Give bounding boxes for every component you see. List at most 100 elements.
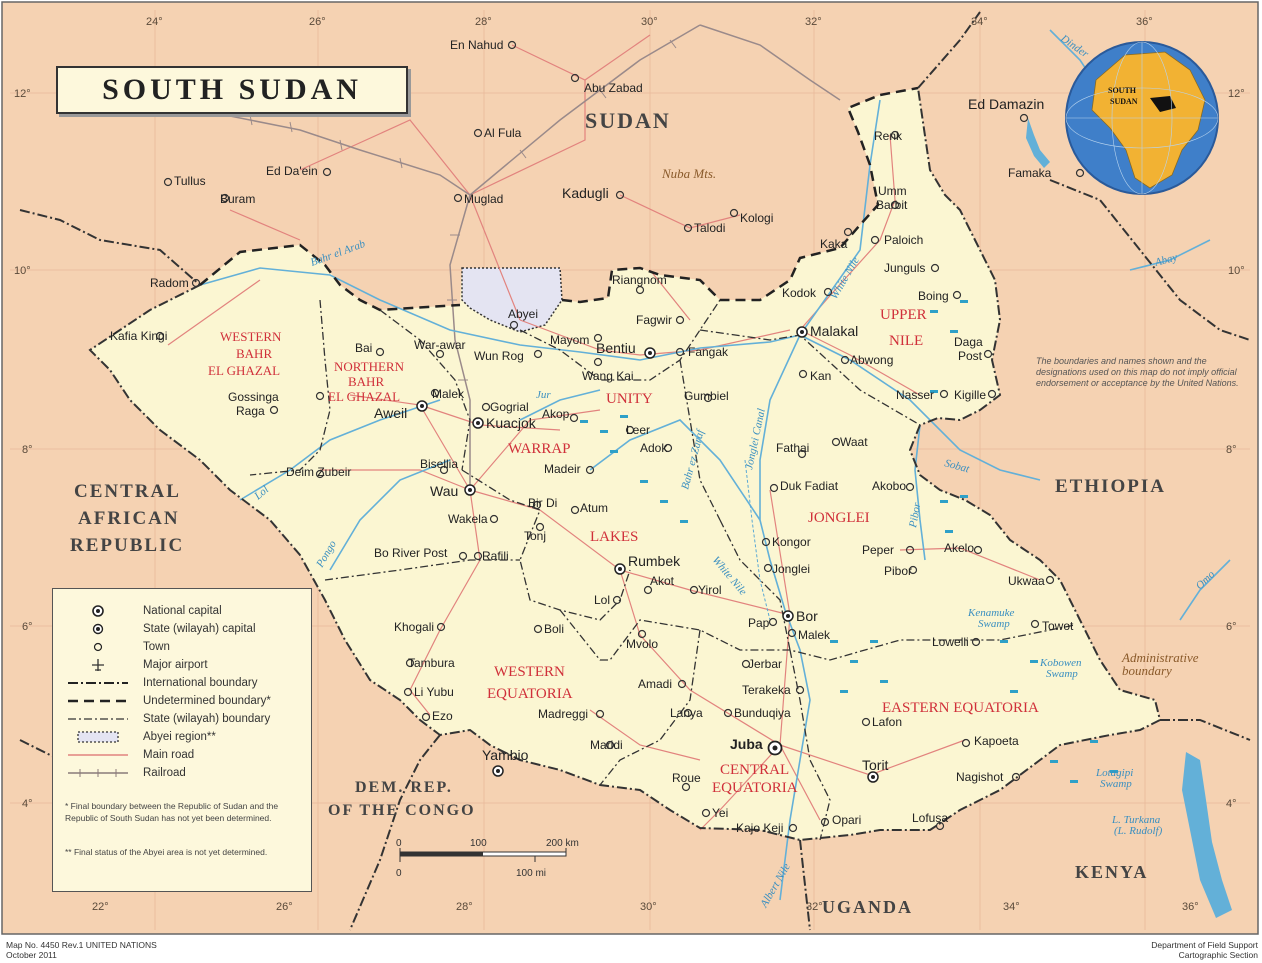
label-kenamuke-2: Swamp xyxy=(978,618,1010,630)
footer-left: Map No. 4450 Rev.1 UNITED NATIONS Octobe… xyxy=(6,940,157,960)
grat-bottom-26: 26° xyxy=(276,901,293,913)
state-label-nbg-1: NORTHERN xyxy=(334,359,405,374)
label-abay: Abay xyxy=(1153,251,1179,269)
city-malek-north: Malek xyxy=(432,387,465,401)
state-label-nbg-3: EL GHAZAL xyxy=(328,389,400,404)
city-gossinga: Gossinga xyxy=(228,390,279,404)
scale-mi-100: 100 mi xyxy=(516,868,546,879)
city-duk-fadiat: Duk Fadiat xyxy=(780,479,839,493)
city-wun-rog: Wun Rog xyxy=(474,349,524,363)
grat-right-4: 4° xyxy=(1226,798,1237,810)
grat-bottom-22: 22° xyxy=(92,901,109,913)
label-kobowen-1: Kobowen xyxy=(1039,657,1082,669)
undetermined-boundary xyxy=(199,86,919,312)
city-abu-zabad: Abu Zabad xyxy=(584,81,643,95)
map-date: October 2011 xyxy=(6,950,57,960)
city-lofusa: Lofusa xyxy=(912,811,948,825)
city-terakeka: Terakeka xyxy=(742,683,791,697)
city-ezo: Ezo xyxy=(432,709,453,723)
legend-item-state-capital: State (wilayah) capital xyxy=(53,621,311,637)
city-malek-south: Malek xyxy=(798,628,831,642)
country-label-drc-1: DEM. REP. xyxy=(355,779,453,796)
city-kuacjok: Kuacjok xyxy=(486,415,537,431)
city-madreggi: Madreggi xyxy=(538,707,588,721)
grat-top-32: 32° xyxy=(805,16,822,28)
city-nagishot: Nagishot xyxy=(956,770,1004,784)
scale-bar: 0 100 200 km 0 100 mi xyxy=(396,838,579,879)
city-fangak: Fangak xyxy=(688,345,729,359)
international-boundary xyxy=(88,87,1162,842)
city-waat: Waat xyxy=(840,435,868,449)
city-buram: Buram xyxy=(220,192,255,206)
city-tambura: Tambura xyxy=(408,656,455,670)
railroad-icon xyxy=(53,768,143,778)
label-jur: Jur xyxy=(536,389,551,401)
city-kadugli: Kadugli xyxy=(562,185,609,201)
city-kan: Kan xyxy=(810,369,831,383)
state-boundary-icon xyxy=(53,715,143,723)
city-kongor: Kongor xyxy=(772,535,811,549)
city-kigille: Kigille xyxy=(954,388,986,402)
state-label-jonglei: JONGLEI xyxy=(808,510,870,526)
city-aweil: Aweil xyxy=(374,405,407,421)
city-juba: Juba xyxy=(730,736,763,752)
grat-bottom-32: 32° xyxy=(806,901,823,913)
city-adok: Adok xyxy=(640,441,668,455)
city-kafia-kingi: Kafia Kingi xyxy=(110,329,167,343)
city-mvolo: Mvolo xyxy=(626,637,658,651)
un-disclaimer: The boundaries and names shown and the d… xyxy=(1036,356,1239,388)
legend-label: Town xyxy=(143,641,170,653)
jonglei-canal xyxy=(744,459,771,621)
city-talodi: Talodi xyxy=(694,221,725,235)
state-label-we-2: EQUATORIA xyxy=(487,686,573,702)
city-ukwaa: Ukwaa xyxy=(1008,574,1045,588)
city-kajo-keji: Kajo Keji xyxy=(736,821,783,835)
legend-label: Main road xyxy=(143,749,195,761)
country-label-uganda: UGANDA xyxy=(822,897,913,917)
city-wang-kai: Wang Kai xyxy=(582,369,634,383)
country-label-ethiopia: ETHIOPIA xyxy=(1055,476,1166,497)
city-peper: Peper xyxy=(862,543,894,557)
legend-item-railroad: Railroad xyxy=(53,765,311,781)
grat-left-10: 10° xyxy=(14,265,31,277)
city-leer: Leer xyxy=(626,423,650,437)
legend-note-abyei: ** Final status of the Abyei area is not… xyxy=(65,847,268,857)
state-label-unity: UNITY xyxy=(606,391,653,407)
city-tonj: Tonj xyxy=(524,529,546,543)
grat-bottom-36: 36° xyxy=(1182,901,1199,913)
city-pibor: Pibor xyxy=(884,564,912,578)
city-lol: Lol xyxy=(594,593,610,607)
city-lafon: Lafon xyxy=(872,715,902,729)
railroad-ticks xyxy=(249,39,677,381)
label-lotagipi-2: Swamp xyxy=(1100,778,1132,790)
city-barbit: Barbit xyxy=(876,198,908,212)
city-kodok: Kodok xyxy=(782,286,817,300)
city-bor: Bor xyxy=(796,608,818,624)
city-bir-di: Bir Di xyxy=(528,496,557,510)
city-wau: Wau xyxy=(430,483,458,499)
department-name: Department of Field Support xyxy=(1151,940,1258,950)
city-famaka: Famaka xyxy=(1008,166,1052,180)
grat-left-4: 4° xyxy=(22,798,33,810)
legend-item-airport: Major airport xyxy=(53,657,311,673)
label-admin-2: boundary xyxy=(1122,663,1172,678)
city-kapoeta: Kapoeta xyxy=(974,734,1019,748)
city-jonglei: Jonglei xyxy=(772,562,810,576)
city-amadi: Amadi xyxy=(638,677,672,691)
country-label-drc-2: OF THE CONGO xyxy=(328,802,476,819)
state-label-wbg-3: EL GHAZAL xyxy=(208,363,280,378)
country-labels: SUDAN ETHIOPIA CENTRAL AFRICAN REPUBLIC … xyxy=(70,108,1166,917)
south-sudan-territory xyxy=(90,88,1160,840)
city-bo-river-post: Bo River Post xyxy=(374,546,448,560)
label-admin-1: Administrative xyxy=(1121,650,1199,665)
roseires-reservoir xyxy=(1026,118,1050,168)
state-label-warrap: WARRAP xyxy=(508,441,571,457)
scale-km-200: 200 km xyxy=(546,838,579,849)
legend-label: Railroad xyxy=(143,767,186,779)
city-renk: Renk xyxy=(874,129,903,143)
city-li-yubu: Li Yubu xyxy=(414,685,454,699)
grat-left-6: 6° xyxy=(22,621,33,633)
city-en-nahud: En Nahud xyxy=(450,38,503,52)
city-roue: Roue xyxy=(672,771,701,785)
